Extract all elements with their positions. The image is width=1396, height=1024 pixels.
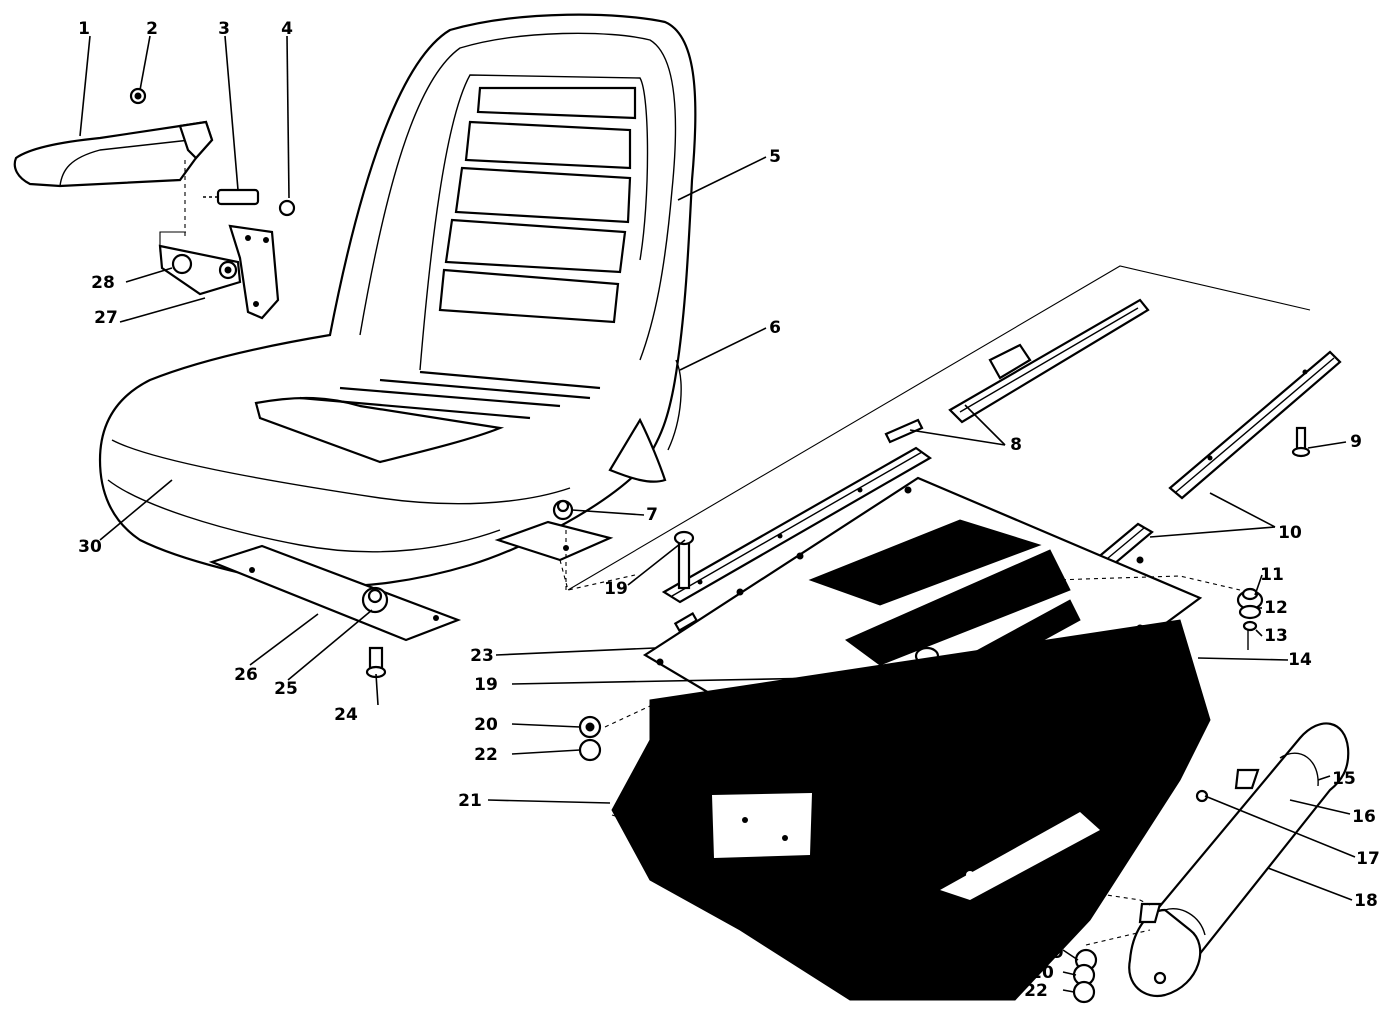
callout-27: 27 xyxy=(94,308,118,328)
callout-6: 6 xyxy=(769,318,781,338)
armrest-assembly xyxy=(13,87,296,320)
callout-17: 17 xyxy=(1356,849,1380,869)
callout-19-mid: 19 xyxy=(474,675,498,695)
callout-20-bottom: 20 xyxy=(1030,963,1054,983)
callout-16: 16 xyxy=(1352,807,1376,827)
callout-18: 18 xyxy=(1354,891,1378,911)
callout-20-left: 20 xyxy=(474,715,498,735)
callout-3: 3 xyxy=(218,19,230,39)
seat-shell xyxy=(98,13,697,588)
callout-25: 25 xyxy=(274,679,298,699)
callout-12: 12 xyxy=(1264,598,1288,618)
callout-22-left: 22 xyxy=(474,745,498,765)
callout-11: 11 xyxy=(1260,565,1284,585)
callout-28: 28 xyxy=(91,273,115,293)
callout-4: 4 xyxy=(281,19,293,39)
callout-26: 26 xyxy=(234,665,258,685)
callout-30: 30 xyxy=(78,537,102,557)
callout-15: 15 xyxy=(1332,769,1356,789)
callout-23: 23 xyxy=(470,646,494,666)
callout-2: 2 xyxy=(146,19,158,39)
callout-1: 1 xyxy=(78,19,90,39)
callout-24: 24 xyxy=(334,705,358,725)
leader-lines xyxy=(79,35,1356,993)
callout-14: 14 xyxy=(1288,650,1312,670)
callout-9: 9 xyxy=(1350,432,1362,452)
shock-absorber xyxy=(1128,722,1350,998)
callout-29: 29 xyxy=(1040,943,1064,963)
assembly-line xyxy=(567,265,1311,591)
hardware xyxy=(578,563,1264,1004)
callout-labels: 1 2 3 4 5 6 7 8 9 10 11 12 13 14 15 16 1… xyxy=(78,19,1380,1001)
callout-13: 13 xyxy=(1264,626,1288,646)
callout-5: 5 xyxy=(769,147,781,167)
callout-10: 10 xyxy=(1278,523,1302,543)
callout-7: 7 xyxy=(646,505,658,525)
callout-19-top: 19 xyxy=(604,579,628,599)
callout-22-bottom: 22 xyxy=(1024,981,1048,1001)
callout-21: 21 xyxy=(458,791,482,811)
bellows xyxy=(611,619,1211,1001)
callout-8: 8 xyxy=(1010,435,1022,455)
